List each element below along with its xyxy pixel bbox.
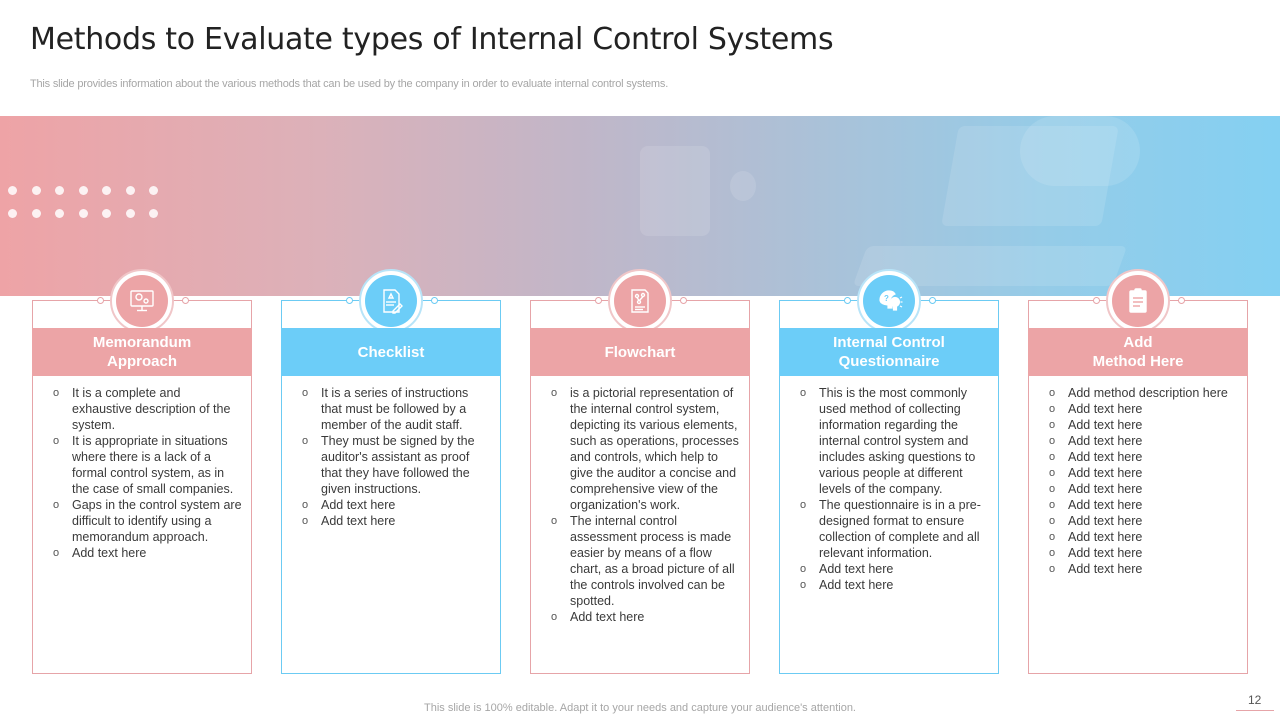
connector-dot xyxy=(1093,297,1100,304)
icon-badge xyxy=(359,269,423,333)
document-sign-icon xyxy=(383,289,403,314)
flowchart-document-icon xyxy=(631,289,649,313)
bullet-item: Add text here xyxy=(301,513,492,529)
card-internal-control-questionnaire: ? Internal Control Questionnaire This is… xyxy=(779,269,999,674)
bullet-item: Add text here xyxy=(301,497,492,513)
bullet-item: is a pictorial representation of the int… xyxy=(550,385,741,513)
monitor-settings-icon xyxy=(130,290,154,312)
bullet-item: They must be signed by the auditor's ass… xyxy=(301,433,492,497)
card-memorandum-approach: Memorandum Approach It is a complete and… xyxy=(32,269,252,674)
bullet-item: Add text here xyxy=(1048,465,1239,481)
connector-dot xyxy=(1178,297,1185,304)
card-title: Checklist xyxy=(281,328,501,376)
bullet-item: Add text here xyxy=(1048,529,1239,545)
icon-badge xyxy=(1106,269,1170,333)
card-add-method-here: Add Method Here Add method description h… xyxy=(1028,269,1248,674)
connector-dot xyxy=(595,297,602,304)
slide-subtitle: This slide provides information about th… xyxy=(30,78,669,90)
clipboard-icon xyxy=(1129,288,1147,313)
bullet-item: Add text here xyxy=(799,561,990,577)
card-flowchart: Flowchart is a pictorial representation … xyxy=(530,269,750,674)
decorative-dots xyxy=(8,186,159,218)
bullet-item: It is a complete and exhaustive descript… xyxy=(52,385,243,433)
bullet-item: Add text here xyxy=(1048,449,1239,465)
card-title: Internal Control Questionnaire xyxy=(779,328,999,376)
bullet-item: This is the most commonly used method of… xyxy=(799,385,990,497)
page-number: 12 xyxy=(1248,693,1262,707)
bullet-item: Add text here xyxy=(1048,545,1239,561)
bullet-item: Add text here xyxy=(550,609,741,625)
connector-dot xyxy=(97,297,104,304)
connector-dot xyxy=(182,297,189,304)
bullet-item: Add text here xyxy=(52,545,243,561)
card-title: Flowchart xyxy=(530,328,750,376)
bullet-item: The questionnaire is in a pre-designed f… xyxy=(799,497,990,561)
bullet-item: The internal control assessment process … xyxy=(550,513,741,609)
page-number-underline xyxy=(1236,710,1274,711)
card-title: Memorandum Approach xyxy=(32,328,252,376)
footer-text: This slide is 100% editable. Adapt it to… xyxy=(424,702,856,714)
connector-dot xyxy=(346,297,353,304)
slide-title: Methods to Evaluate types of Internal Co… xyxy=(30,22,834,57)
footer-note: This slide is 100% editable. Adapt it to… xyxy=(0,702,1280,714)
bullet-item: Add text here xyxy=(1048,561,1239,577)
banner-image xyxy=(0,116,1280,296)
bullet-item: Add text here xyxy=(1048,497,1239,513)
brain-question-idea-icon: ? xyxy=(879,290,903,311)
bullet-item: Add text here xyxy=(1048,433,1239,449)
bullet-item: Add text here xyxy=(1048,481,1239,497)
bullet-item: Gaps in the control system are difficult… xyxy=(52,497,243,545)
bullet-item: It is a series of instructions that must… xyxy=(301,385,492,433)
card-title: Add Method Here xyxy=(1028,328,1248,376)
bullet-item: Add method description here xyxy=(1048,385,1239,401)
connector-dot xyxy=(680,297,687,304)
icon-badge xyxy=(110,269,174,333)
bullet-item: Add text here xyxy=(1048,401,1239,417)
bullet-item: It is appropriate in situations where th… xyxy=(52,433,243,497)
card-checklist: Checklist It is a series of instructions… xyxy=(281,269,501,674)
connector-dot xyxy=(431,297,438,304)
connector-dot xyxy=(929,297,936,304)
bullet-item: Add text here xyxy=(1048,513,1239,529)
svg-text:?: ? xyxy=(884,294,889,303)
bullet-item: Add text here xyxy=(1048,417,1239,433)
icon-badge: ? xyxy=(857,269,921,333)
bullet-item: Add text here xyxy=(799,577,990,593)
connector-dot xyxy=(844,297,851,304)
icon-badge xyxy=(608,269,672,333)
